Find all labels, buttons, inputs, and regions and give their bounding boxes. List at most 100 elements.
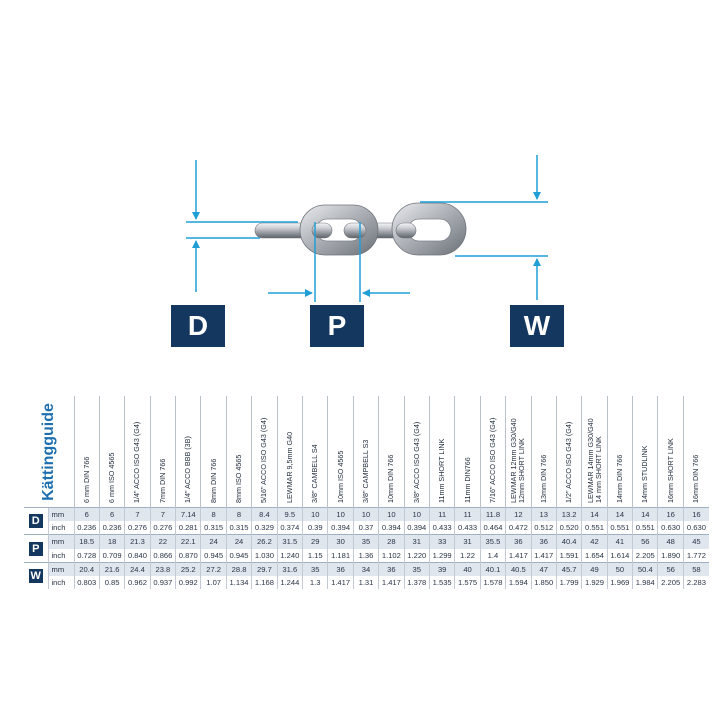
value-cell: 30 (327, 534, 354, 549)
column-label: 1/4" ACCO ISO G43 (G4) (132, 421, 142, 503)
value-cell: 25.2 (175, 561, 201, 576)
value-cell: 1.799 (555, 575, 582, 590)
value-cell: 0.551 (606, 521, 633, 535)
value-cell: 7 (124, 507, 151, 522)
value-cell: 36 (378, 561, 405, 576)
value-cell: 0.945 (200, 548, 227, 563)
value-cell: 31.6 (276, 561, 303, 576)
value-cell: 0.394 (378, 521, 405, 535)
value-cell: 1.772 (682, 548, 709, 563)
value-cell: 0.937 (149, 575, 176, 590)
column-header: 6 mm DIN 766 (73, 396, 100, 508)
value-cell: 0.630 (682, 521, 709, 535)
value-cell: 2.205 (632, 548, 658, 563)
value-cell: 1.220 (403, 548, 430, 563)
value-cell: 14 (581, 507, 608, 522)
value-cell: 1.134 (225, 575, 252, 590)
column-label: 8mm DIN 766 (208, 458, 218, 503)
value-cell: 0.870 (175, 548, 201, 563)
column-label: 6 mm ISO 4565 (107, 452, 117, 503)
row-letter-d: D (28, 514, 43, 529)
value-cell: 1.15 (302, 548, 328, 563)
value-cell: 10 (403, 507, 430, 522)
column-label: 7mm DIN 766 (157, 458, 167, 503)
value-cell: 10 (302, 507, 328, 522)
value-cell: 1.07 (200, 575, 227, 590)
column-header: 11mm SHORT LINK (428, 396, 455, 508)
column-header: LEWMAR 9,5mm G40 (276, 396, 303, 508)
value-cell: 0.992 (175, 575, 201, 590)
column-header: 8mm DIN 766 (200, 396, 227, 508)
value-cell: 2.205 (657, 575, 684, 590)
value-cell: 0.433 (428, 521, 455, 535)
value-cell: 48 (657, 534, 684, 549)
column-label: 3/8" ACCO ISO G43 (G4) (411, 421, 421, 503)
value-cell: 0.276 (149, 521, 176, 535)
value-cell: 1.181 (327, 548, 354, 563)
value-cell: 1.850 (530, 575, 557, 590)
header-row: Kättingguide 6 mm DIN 766 6 mm ISO 4565 1/4… (24, 396, 709, 508)
value-cell: 31 (403, 534, 430, 549)
value-cell: 8.4 (251, 507, 278, 522)
column-header: 16mm SHORT LINK (657, 396, 684, 508)
value-cell: 20.4 (73, 561, 100, 576)
column-header: 5/16" ACCO ISO G43 (G4) (251, 396, 278, 508)
value-cell: 1.890 (657, 548, 684, 563)
value-cell: 45 (682, 534, 709, 549)
value-cell: 42 (581, 534, 608, 549)
value-cell: 1.654 (581, 548, 608, 563)
value-cell: 22 (149, 534, 176, 549)
column-label: 10mm DIN 766 (386, 454, 396, 503)
value-cell: 1.299 (428, 548, 455, 563)
value-cell: 1.614 (606, 548, 633, 563)
column-header: 14mm DIN 766 (606, 396, 633, 508)
value-cell: 28.8 (225, 561, 252, 576)
column-label: 6 mm DIN 766 (81, 456, 91, 503)
column-label: 14mm STUDLINK (640, 445, 650, 503)
value-cell: 0.512 (530, 521, 557, 535)
guide-table: Kättingguide 6 mm DIN 766 6 mm ISO 4565 1/4… (24, 396, 709, 590)
p-label: P (310, 305, 364, 347)
value-cell: 36 (505, 534, 532, 549)
column-header: 10mm DIN 766 (378, 396, 405, 508)
value-cell: 1.969 (606, 575, 633, 590)
value-cell: 33 (428, 534, 455, 549)
column-label: 3/8" CAMPBELL S3 (360, 439, 370, 503)
value-cell: 9.5 (276, 507, 303, 522)
value-cell: 1.168 (251, 575, 278, 590)
value-cell: 36 (327, 561, 354, 576)
unit-label: inch (47, 548, 74, 563)
value-cell: 39 (428, 561, 455, 576)
value-cell: 40.1 (479, 561, 506, 576)
column-label: 5/16" ACCO ISO G43 (G4) (259, 417, 269, 503)
value-cell: 29 (302, 534, 328, 549)
value-cell: 24 (225, 534, 252, 549)
value-cell: 31.5 (276, 534, 303, 549)
value-cell: 8 (200, 507, 227, 522)
column-label: 16mm SHORT LINK (665, 438, 675, 503)
column-header: 3/8" CAMPBELL S3 (352, 396, 379, 508)
unit-label: mm (47, 561, 74, 576)
column-label: 13mm DIN 766 (538, 454, 548, 503)
value-cell: 0.803 (73, 575, 100, 590)
value-cell: 10 (327, 507, 354, 522)
row-letter-cell: P (24, 534, 48, 563)
value-cell: 0.236 (73, 521, 100, 535)
value-cell: 10 (352, 507, 379, 522)
column-header: 3/8" CAMBELL S4 (302, 396, 328, 508)
column-label: 3/8" CAMBELL S4 (310, 444, 320, 503)
table-title: Kättingguide (39, 402, 57, 501)
value-cell: 1.4 (479, 548, 506, 563)
value-cell: 23.8 (149, 561, 176, 576)
value-cell: 1.984 (632, 575, 658, 590)
column-header: 7/16" ACCO ISO G43 (G4) (479, 396, 506, 508)
value-cell: 1.578 (479, 575, 506, 590)
column-label: 7/16" ACCO ISO G43 (G4) (487, 417, 497, 503)
value-cell: 1.3 (302, 575, 328, 590)
value-cell: 0.709 (98, 548, 125, 563)
